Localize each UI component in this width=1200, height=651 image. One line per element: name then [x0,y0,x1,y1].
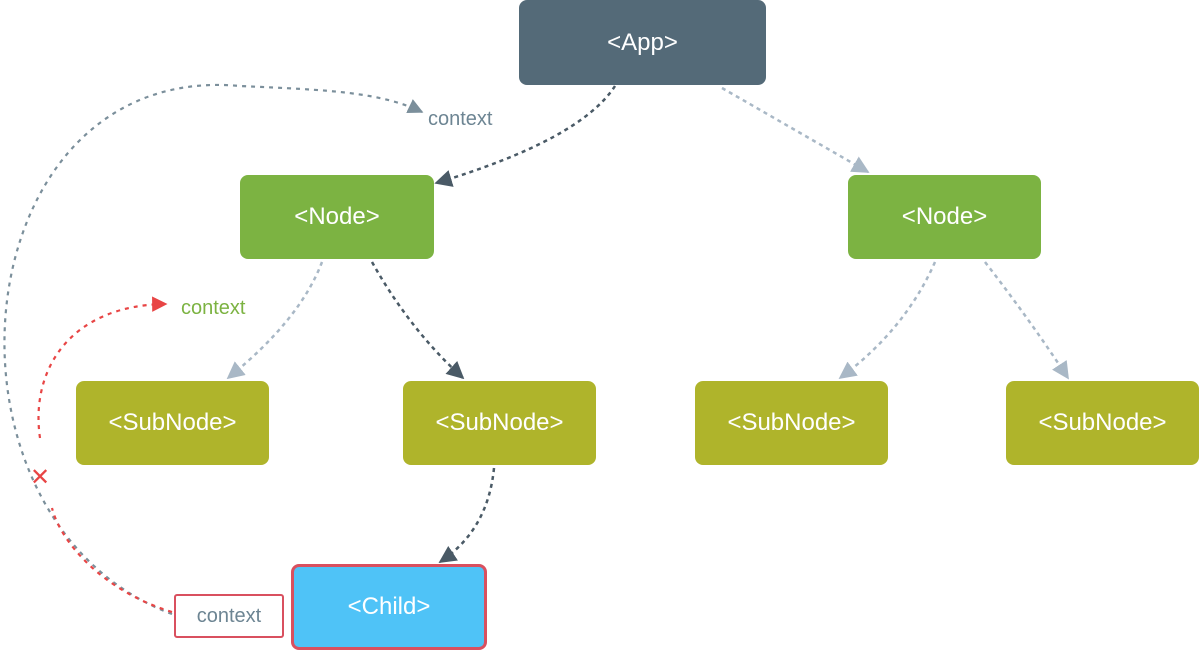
context-label-child: context [196,604,262,627]
subnode-3[interactable]: <SubNode> [695,381,888,465]
node-left[interactable]: <Node> [240,175,434,259]
context-label-node: context [181,297,246,319]
child-context-box: context [174,594,284,638]
child-node[interactable]: <Child> [291,564,487,650]
blocked-arc-lower [50,507,173,614]
subnode-1[interactable]: <SubNode> [76,381,269,465]
edge-node-left-to-subnode-2 [370,261,465,380]
blocked-x-icon: ✕ [30,463,51,491]
subnode-2[interactable]: <SubNode> [403,381,596,465]
node-right[interactable]: <Node> [848,175,1041,259]
context-arc-to-app [3,83,424,616]
edge-app-to-node-left [434,85,617,187]
app-node[interactable]: <App> [519,0,766,85]
context-label-app: context [428,108,493,130]
subnode-4[interactable]: <SubNode> [1006,381,1199,465]
edge-node-right-to-subnode-4 [984,261,1070,380]
edge-app-to-node-right [721,86,870,174]
edge-node-left-to-subnode-1 [226,261,324,380]
edge-subnode-2-to-child [438,467,496,564]
edge-node-right-to-subnode-3 [838,261,937,380]
